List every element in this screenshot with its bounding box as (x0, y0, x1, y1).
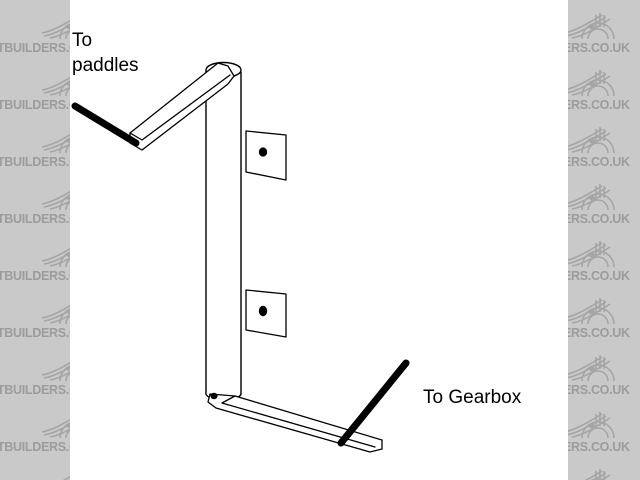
locost-car-logo-icon (568, 70, 615, 97)
watermark-text: LOCOSTBUILDERS.CO.UK (0, 326, 70, 340)
watermark-text: LOCOSTBUILDERS.CO.UK (568, 98, 630, 112)
watermark-tile: LOCOSTBUILDERS.CO.UK (568, 57, 640, 114)
watermark-text: LOCOSTBUILDERS.CO.UK (0, 212, 70, 226)
locost-car-logo-icon (41, 247, 70, 268)
watermark-tile: LOCOSTBUILDERS.CO.UK (0, 285, 70, 342)
watermark-tile: LOCOSTBUILDERS.CO.UK (568, 399, 640, 456)
watermark-text: LOCOSTBUILDERS.CO.UK (568, 212, 630, 226)
upper-rod (71, 102, 140, 147)
label-to-gearbox: To Gearbox (423, 387, 522, 408)
pivot-dot (210, 392, 218, 400)
watermark-text: LOCOSTBUILDERS.CO.UK (0, 269, 70, 283)
upper-mounting-bracket (245, 130, 287, 181)
lower-arm-fold (221, 395, 376, 448)
locost-car-logo-icon (568, 298, 615, 325)
label-to-paddles: To paddles (72, 30, 139, 76)
watermark-tile: LOCOSTBUILDERS.CO.UK (0, 0, 70, 57)
locost-car-logo-icon (584, 469, 611, 480)
lower-bracket-hole (258, 305, 268, 317)
locost-car-logo-icon (62, 475, 70, 480)
watermark-tile: LOCOSTBUILDERS.CO.UK (0, 114, 70, 171)
watermark-tile: LOCOSTBUILDERS.CO.UK (568, 342, 640, 399)
watermark-text: LOCOSTBUILDERS.CO.UK (0, 41, 70, 55)
locost-car-logo-icon (41, 190, 70, 211)
drawing-canvas (70, 0, 568, 480)
watermark-tile: LOCOSTBUILDERS.CO.UK (0, 342, 70, 399)
locost-car-logo-icon (568, 241, 615, 268)
watermark-band-right: LOCOSTBUILDERS.CO.UK LOCOSTBUILDERS.CO.UK… (568, 0, 640, 480)
gear-shaft-line-drawing (71, 61, 410, 453)
watermark-text: LOCOSTBUILDERS.CO.UK (0, 98, 70, 112)
watermark-tile: LOCOSTBUILDERS.CO.UK (568, 285, 640, 342)
locost-car-logo-icon (568, 412, 615, 439)
watermark-tile: LOCOSTBUILDERS.CO.UK (568, 171, 640, 228)
watermark-tile: LOCOSTBUILDERS.CO.UK (0, 57, 70, 114)
watermark-tile: LOCOSTBUILDERS.CO.UK (568, 228, 640, 285)
watermark-tile: LOCOSTBUILDERS.CO.UK (0, 456, 70, 480)
watermark-tile: LOCOSTBUILDERS.CO.UK (0, 399, 70, 456)
watermark-band-left: LOCOSTBUILDERS.CO.UK LOCOSTBUILDERS.CO.UK… (0, 0, 70, 480)
lower-rod (337, 359, 410, 447)
watermark-text: LOCOSTBUILDERS.CO.UK (568, 440, 630, 454)
watermark-text: LOCOSTBUILDERS.CO.UK (568, 326, 630, 340)
watermark-tile: LOCOSTBUILDERS.CO.UK (568, 456, 640, 480)
locost-car-logo-icon (41, 304, 70, 325)
watermark-tile: LOCOSTBUILDERS.CO.UK (568, 0, 640, 57)
watermark-text: LOCOSTBUILDERS.CO.UK (568, 383, 630, 397)
lower-arm (207, 393, 383, 453)
watermark-tile: LOCOSTBUILDERS.CO.UK (568, 114, 640, 171)
watermark-tile: LOCOSTBUILDERS.CO.UK (0, 228, 70, 285)
locost-car-logo-icon (41, 361, 70, 382)
watermark-text: LOCOSTBUILDERS.CO.UK (0, 383, 70, 397)
watermark-text: LOCOSTBUILDERS.CO.UK (568, 41, 630, 55)
watermark-text: LOCOSTBUILDERS.CO.UK (568, 269, 630, 283)
upper-arm (129, 62, 235, 151)
locost-car-logo-icon (41, 19, 70, 40)
locost-car-logo-icon (568, 355, 615, 382)
upper-bracket-hole (258, 147, 268, 157)
watermark-tile: LOCOSTBUILDERS.CO.UK (0, 171, 70, 228)
watermark-text: LOCOSTBUILDERS.CO.UK (0, 155, 70, 169)
locost-car-logo-icon (41, 418, 70, 439)
locost-car-logo-icon (568, 184, 615, 211)
locost-car-logo-icon (41, 76, 70, 97)
upper-arm-fold (129, 74, 231, 141)
locost-car-logo-icon (568, 13, 615, 40)
watermark-text: LOCOSTBUILDERS.CO.UK (568, 155, 630, 169)
locost-car-logo-icon (568, 127, 615, 154)
watermark-text: LOCOSTBUILDERS.CO.UK (0, 440, 70, 454)
locost-car-logo-icon (41, 133, 70, 154)
